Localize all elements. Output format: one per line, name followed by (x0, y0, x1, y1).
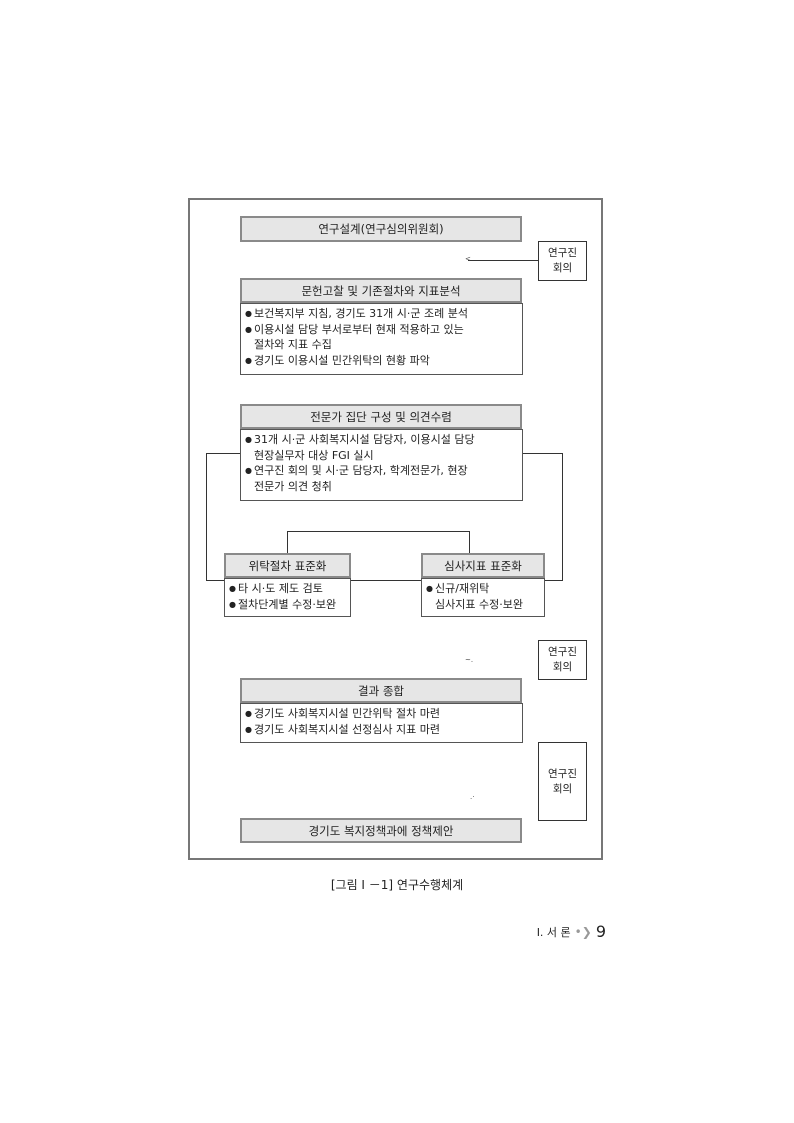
diagram-frame (188, 198, 603, 860)
figure-caption: [그림 Ⅰ －1] 연구수행체계 (330, 878, 464, 892)
side-box-meeting-3: 연구진 회의 (538, 742, 587, 821)
list-item: 경기도 이용시설 민간위탁의 현황 파악 (245, 353, 518, 369)
connector-right-bottom (545, 580, 563, 581)
arrow-head-1: < (465, 255, 471, 263)
list-item: 보건복지부 지침, 경기도 31개 시·군 조례 분석 (245, 306, 518, 322)
page-number: 9 (595, 922, 606, 941)
step4a-title: 위탁절차 표준화 (224, 553, 351, 578)
step4b-title: 심사지표 표준화 (421, 553, 545, 578)
connector-middle-left (287, 531, 288, 553)
step6-title: 경기도 복지정책과에 정책제안 (240, 818, 522, 843)
connector-left-vertical (206, 453, 207, 581)
step5-body: 경기도 사회복지시설 민간위탁 절차 마련 경기도 사회복지시설 선정심사 지표… (240, 703, 523, 743)
connector-between-4 (351, 580, 421, 581)
side-box-meeting-2: 연구진 회의 (538, 640, 587, 680)
step4b-body: 신규/재위탁 심사지표 수정·보완 (421, 578, 545, 617)
connector-middle-right (469, 531, 470, 553)
step2-body: 보건복지부 지침, 경기도 31개 시·군 조례 분석 이용시설 담당 부서로부… (240, 303, 523, 375)
arrow-line-1 (468, 260, 538, 261)
chevron-right-icon: •❯ (574, 924, 592, 939)
page-footer: Ⅰ. 서 론 •❯ 9 (537, 922, 606, 941)
list-item: 경기도 사회복지시설 민간위탁 절차 마련 (245, 706, 518, 722)
list-item: 경기도 사회복지시설 선정심사 지표 마련 (245, 722, 518, 738)
footer-section: Ⅰ. 서 론 (536, 925, 571, 939)
step1-title: 연구설계(연구심의위원회) (240, 216, 522, 242)
list-item: 연구진 회의 및 시·군 담당자, 학계전문가, 현장 전문가 의견 청취 (245, 463, 518, 494)
step2-title: 문헌고찰 및 기존절차와 지표분석 (240, 278, 522, 303)
step3-body: 31개 시·군 사회복지시설 담당자, 이용시설 담당 현장실무자 대상 FGI… (240, 429, 523, 501)
connector-left-top (206, 453, 240, 454)
arrow-mark-2: ~. (465, 656, 474, 664)
list-item: 타 시·도 제도 검토 (229, 581, 346, 597)
connector-left-bottom (206, 580, 224, 581)
list-item: 31개 시·군 사회복지시설 담당자, 이용시설 담당 현장실무자 대상 FGI… (245, 432, 518, 463)
connector-right-vertical (562, 453, 563, 581)
list-item: 절차단계별 수정·보완 (229, 597, 346, 613)
connector-middle-top (287, 531, 470, 532)
list-item: 이용시설 담당 부서로부터 현재 적용하고 있는 절차와 지표 수집 (245, 322, 518, 353)
step3-title: 전문가 집단 구성 및 의견수렴 (240, 404, 522, 429)
side-box-meeting-1: 연구진 회의 (538, 241, 587, 281)
step4a-body: 타 시·도 제도 검토 절차단계별 수정·보완 (224, 578, 351, 617)
arrow-mark-3: .· (470, 793, 475, 801)
list-item: 신규/재위탁 심사지표 수정·보완 (426, 581, 540, 612)
step5-title: 결과 종합 (240, 678, 522, 703)
connector-right-top (523, 453, 563, 454)
